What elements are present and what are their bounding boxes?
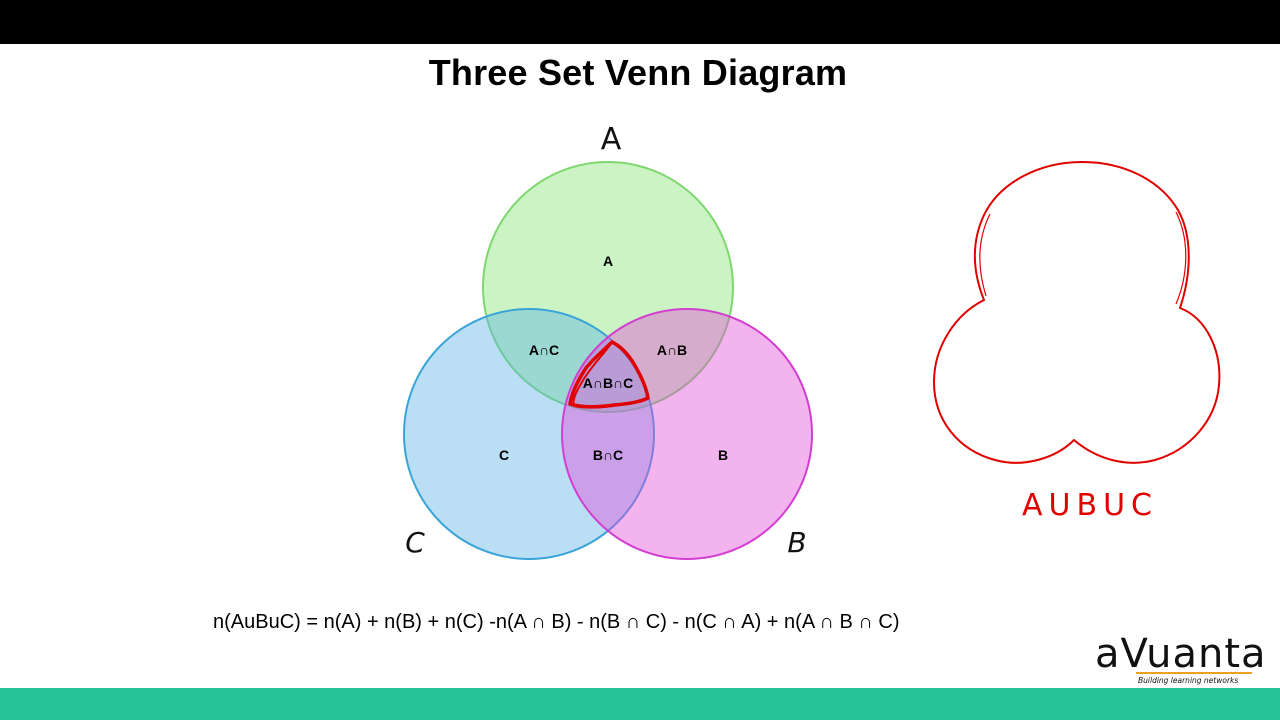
region-label-b-and-c: B∩C <box>593 447 623 463</box>
slide-title: Three Set Venn Diagram <box>428 52 848 93</box>
union-outline-sketch-overstroke <box>979 211 1187 305</box>
logo-tagline: Building learning networks <box>1138 676 1238 685</box>
handwritten-label-b: B <box>787 526 806 559</box>
region-label-a-and-b: A∩B <box>657 342 687 358</box>
union-outline-sketch <box>933 161 1221 464</box>
region-label-a-and-c: A∩C <box>529 342 559 358</box>
inclusion-exclusion-formula: n(AuBuC) = n(A) + n(B) + n(C) -n(A ∩ B) … <box>213 611 900 633</box>
circle-b <box>561 308 813 560</box>
circle-a <box>482 161 734 413</box>
union-label: AUBUC <box>1022 488 1158 523</box>
bottom-bar <box>0 688 1280 720</box>
triple-intersection-highlight-stroke2 <box>572 344 647 409</box>
handwritten-label-c: C <box>405 526 425 559</box>
top-bar <box>0 0 1280 44</box>
avuanta-logo: aVuanta Building learning networks <box>1095 631 1267 685</box>
region-label-c: C <box>499 447 509 463</box>
region-label-b: B <box>718 447 728 463</box>
region-label-a: A <box>603 253 613 269</box>
handwritten-label-a: A <box>601 122 622 157</box>
region-label-a-and-b-and-c: A∩B∩C <box>583 375 634 391</box>
logo-wordmark: aVuanta <box>1095 631 1267 677</box>
circle-c <box>403 308 655 560</box>
